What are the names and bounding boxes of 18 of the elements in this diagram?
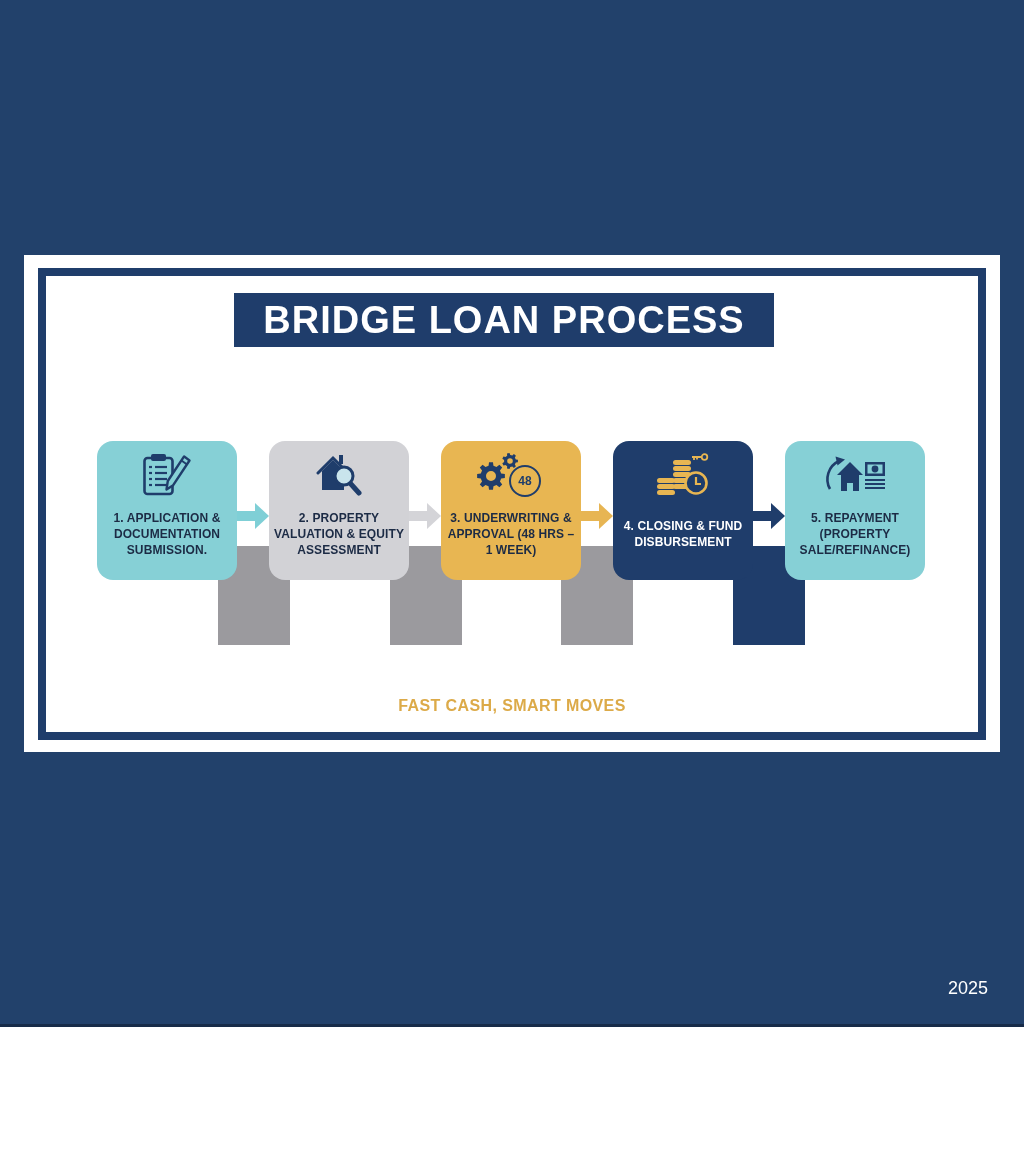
step-card xyxy=(785,441,925,580)
step-label: 1. APPLICATION & DOCUMENTATION SUBMISSION. xyxy=(112,510,222,558)
arrow xyxy=(409,503,441,529)
step-card xyxy=(269,441,409,580)
arrow xyxy=(237,503,269,529)
arrow xyxy=(753,503,785,529)
year-label: 2025 xyxy=(947,978,988,999)
countdown-dial: 48 xyxy=(509,465,541,497)
step-label: 3. UNDERWRITING & APPROVAL (48 HRS – 1 WEEK) xyxy=(446,510,576,558)
step-label: 2. PROPERTY VALUATION & EQUITY ASSESSMENT xyxy=(273,510,405,558)
tagline: FAST CASH, SMART MOVES xyxy=(398,697,626,715)
arrow xyxy=(581,503,613,529)
step-card xyxy=(441,441,581,580)
step-label: 5. REPAYMENT (PROPERTY SALE/REFINANCE) xyxy=(798,510,912,558)
step-label: 4. CLOSING & FUND DISBURSEMENT xyxy=(622,518,744,550)
step-card xyxy=(97,441,237,580)
step-card xyxy=(613,441,753,580)
title-banner: BRIDGE LOAN PROCESS xyxy=(234,293,774,347)
